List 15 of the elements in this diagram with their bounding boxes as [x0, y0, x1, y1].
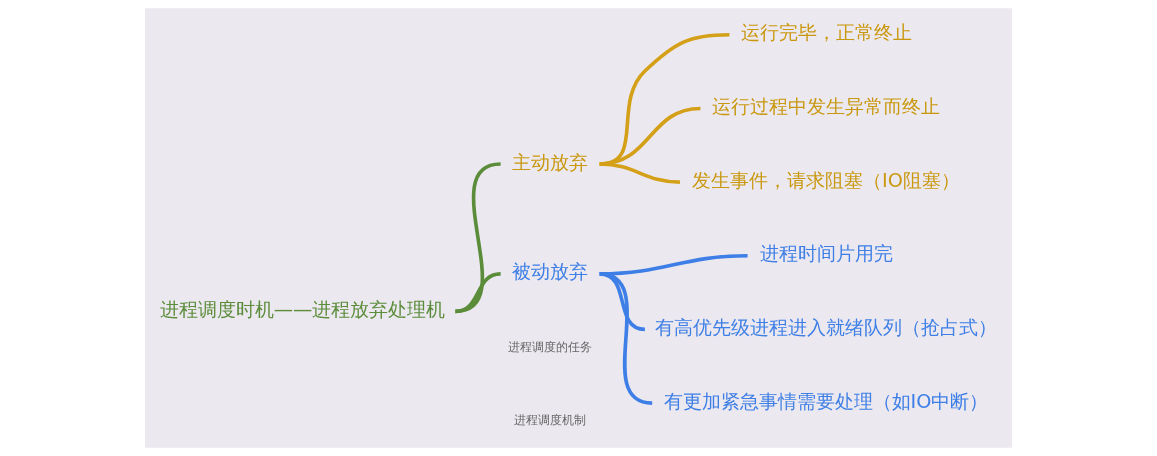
node-text: 有更加紧急事情需要处理（如IO中断） [663, 389, 989, 413]
label: 进程调度机制 [514, 413, 587, 428]
node-text: 主动放弃 [512, 150, 589, 174]
node-text: 运行过程中发生异常而终止 [712, 95, 941, 119]
label: 进程调度的任务 [508, 339, 593, 354]
connector [599, 162, 680, 184]
node-text: 进程时间片用完 [759, 242, 893, 266]
connector [454, 162, 501, 314]
connector [599, 272, 653, 405]
node-text: 进程调度时机——进程放弃处理机 [159, 297, 446, 321]
node-text: 被动放弃 [512, 260, 589, 284]
node-text: 运行完毕，正常终止 [740, 21, 912, 45]
connector [455, 272, 501, 314]
node-text: 有高优先级进程进入就绪队列（抢占式） [655, 316, 998, 340]
node-text: 发生事件，请求阻塞（IO阻塞） [692, 168, 960, 192]
